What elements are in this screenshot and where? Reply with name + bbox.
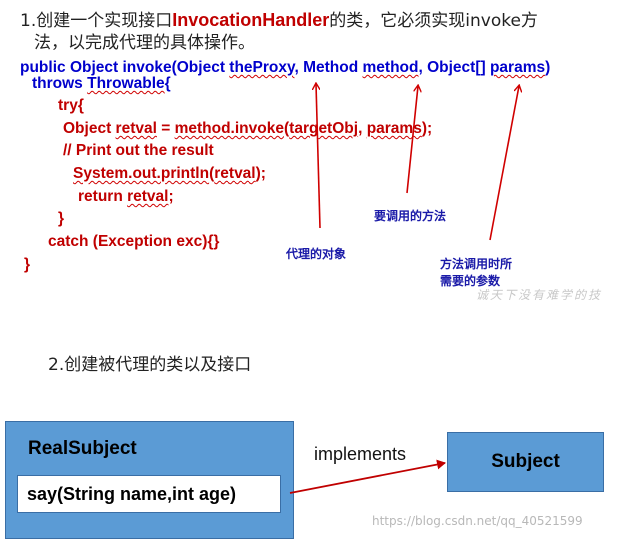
code-token: throws [32,75,88,92]
step1-suffix: 的类，它必须实现invoke方 [329,11,538,31]
code-line-8: } [58,210,65,227]
code-token: { [164,75,171,92]
code-line-10: } [24,256,31,273]
implements-label: implements [314,444,407,464]
arrow-proxy [316,84,321,229]
code-token-params: params [366,120,422,137]
code-line-3: try{ [58,97,84,114]
code-token-params: params [489,59,546,76]
code-token-println: System.out.println [73,165,210,182]
code-token: , Object[] [418,59,490,76]
method-signature: say(String name,int age) [27,484,237,504]
code-line-5: // Print out the result [63,142,214,159]
code-token: ); [255,165,266,182]
code-token-retval: retval [214,165,256,182]
code-token: ( [209,165,215,182]
step1-highlight: InvocationHandler [172,10,330,30]
code-token: return [78,188,128,205]
arrow-params [489,86,519,241]
arrow-method [406,86,418,194]
note-params-line1: 方法调用时所 [440,257,513,271]
code-token: Object [63,120,116,137]
step2-heading: 2.创建被代理的类以及接口 [48,355,251,376]
note-proxy: 代理的对象 [286,247,347,261]
code-token: ( [283,120,290,137]
code-line-9: catch (Exception exc){} [48,233,220,250]
code-token: ); [421,120,433,137]
code-token: = [156,120,175,137]
arrow-implements [289,459,446,494]
subject-label: Subject [491,451,560,472]
realsubject-label: RealSubject [28,438,137,459]
code-line-6: System.out.println(retval); [73,165,266,183]
code-token-method: method [362,59,419,76]
watermark-bottom: https://blog.csdn.net/qq_40521599 [372,514,583,528]
code-token-throwable: Throwable [87,75,165,92]
method-box [17,475,281,513]
method-label: say(String name,int age) [27,484,236,505]
code-line-1: public Object invoke(Object theProxy, Me… [20,59,550,77]
code-token: , Method [294,59,363,76]
step1-prefix: 创建一个实现接口 [36,11,173,31]
watermark-top: 诚天下没有难学的技 [476,288,603,302]
code-token-theproxy: theProxy [229,59,295,76]
step2-number: 2. [48,355,65,375]
subject-box [447,432,604,492]
code-line-4: Object retval = method.invoke(targetObj,… [63,120,432,138]
step2-text: 创建被代理的类以及接口 [64,355,252,375]
code-token: ; [168,188,174,205]
code-token-targetobj: targetObj [289,120,359,137]
code-token-method-invoke: method.invoke [174,120,284,137]
step1-line1: 1.创建一个实现接口InvocationHandler的类，它必须实现invok… [20,10,538,32]
code-line-7: return retval; [78,188,174,206]
step1-number: 1. [20,11,37,31]
code-token: public Object invoke(Object [20,59,230,76]
step1-line2: 法，以完成代理的具体操作。 [34,33,255,53]
code-token-retval: retval [127,188,169,205]
code-token-retval: retval [115,120,157,137]
code-token: ) [545,59,551,76]
code-token: , [358,120,367,137]
code-line-2: throws Throwable{ [32,75,171,93]
note-params-line2: 需要的参数 [440,274,501,288]
note-method: 要调用的方法 [374,209,447,223]
